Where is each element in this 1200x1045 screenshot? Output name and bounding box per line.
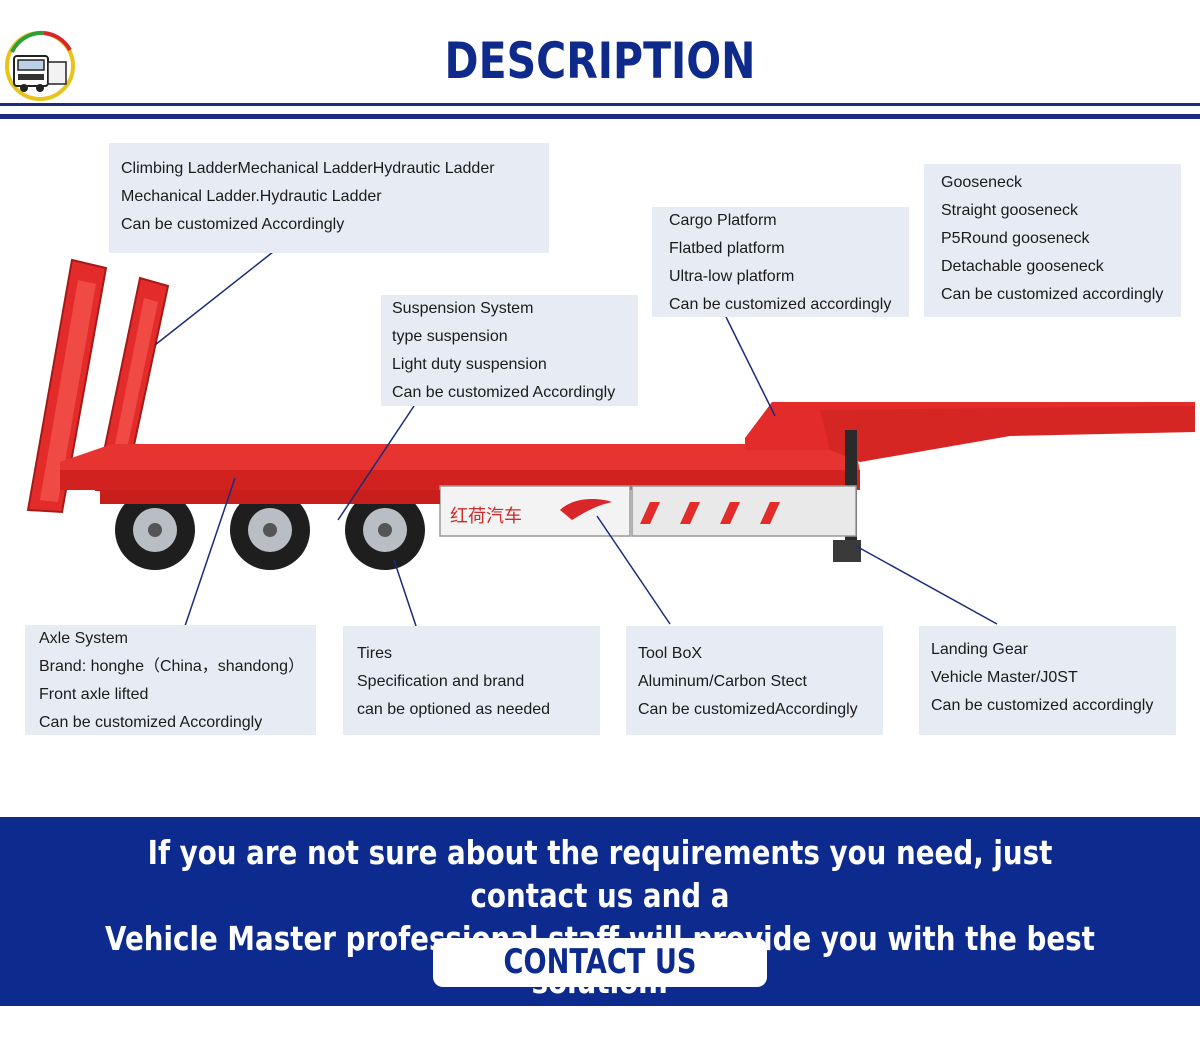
banner-line-1: If you are not sure about the requiremen… — [147, 833, 1053, 915]
ladder-line: Can be customized Accordingly — [121, 216, 345, 233]
landing-line: Landing Gear — [931, 641, 1028, 658]
gooseneck-line: Straight gooseneck — [941, 202, 1078, 219]
ladder-line: Mechanical Ladder.Hydrautic Ladder — [121, 188, 382, 205]
landing-line: Can be customized accordingly — [931, 697, 1154, 714]
header-rule-thick — [0, 114, 1200, 119]
gooseneck-line: Gooseneck — [941, 174, 1022, 191]
contact-us-button[interactable]: CONTACT US — [433, 938, 767, 987]
banner-message: If you are not sure about the requiremen… — [96, 831, 1104, 1003]
callout-landing-gear: Landing Gear Vehicle Master/J0ST Can be … — [919, 626, 1176, 735]
cargo-line: Cargo Platform — [669, 212, 777, 229]
suspension-line: Light duty suspension — [392, 356, 547, 373]
callout-toolbox: Tool BoX Aluminum/Carbon Stect Can be cu… — [626, 626, 883, 735]
axle-line: Brand: honghe（China，shandong） — [39, 658, 305, 675]
tires-line: Tires — [357, 645, 392, 662]
cargo-line: Can be customized accordingly — [669, 296, 892, 313]
axle-line: Axle System — [39, 630, 128, 647]
page-title: DESCRIPTION — [444, 32, 756, 90]
callout-cargo-platform: Cargo Platform Flatbed platform Ultra-lo… — [652, 207, 909, 317]
tires-line: can be optioned as needed — [357, 701, 551, 718]
ladder-line: Climbing LadderMechanical LadderHydrauti… — [121, 160, 495, 177]
suspension-line: Suspension System — [392, 300, 534, 317]
cargo-line: Flatbed platform — [669, 240, 785, 257]
gooseneck-line: P5Round gooseneck — [941, 230, 1090, 247]
axle-line: Can be customized Accordingly — [39, 714, 263, 731]
callout-gooseneck: Gooseneck Straight gooseneck P5Round goo… — [924, 164, 1181, 317]
contact-us-label: CONTACT US — [503, 942, 697, 982]
suspension-line: type suspension — [392, 328, 508, 345]
toolbox-line: Aluminum/Carbon Stect — [638, 673, 807, 690]
header-rule-thin — [0, 103, 1200, 106]
gooseneck-line: Can be customized accordingly — [941, 286, 1164, 303]
axle-line: Front axle lifted — [39, 686, 149, 703]
callout-suspension: Suspension System type suspension Light … — [381, 295, 638, 406]
gooseneck-line: Detachable gooseneck — [941, 258, 1104, 275]
page-header: DESCRIPTION — [0, 0, 1200, 122]
toolbox-line: Can be customizedAccordingly — [638, 701, 858, 718]
tires-line: Specification and brand — [357, 673, 525, 690]
contact-banner: If you are not sure about the requiremen… — [0, 817, 1200, 1006]
callout-ladder: Climbing LadderMechanical LadderHydrauti… — [109, 143, 549, 253]
callout-tires: Tires Specification and brand can be opt… — [343, 626, 600, 735]
toolbox-line: Tool BoX — [638, 645, 703, 662]
truck-logo-icon — [5, 30, 75, 101]
trailer-brand-chinese: 红荷汽车 — [450, 506, 522, 527]
callout-axle: Axle System Brand: honghe（China，shandong… — [25, 625, 316, 735]
cargo-line: Ultra-low platform — [669, 268, 795, 285]
lowbed-trailer-illustration: 红荷汽车 — [26, 258, 1195, 570]
suspension-line: Can be customized Accordingly — [392, 384, 616, 401]
landing-line: Vehicle Master/J0ST — [931, 669, 1078, 686]
